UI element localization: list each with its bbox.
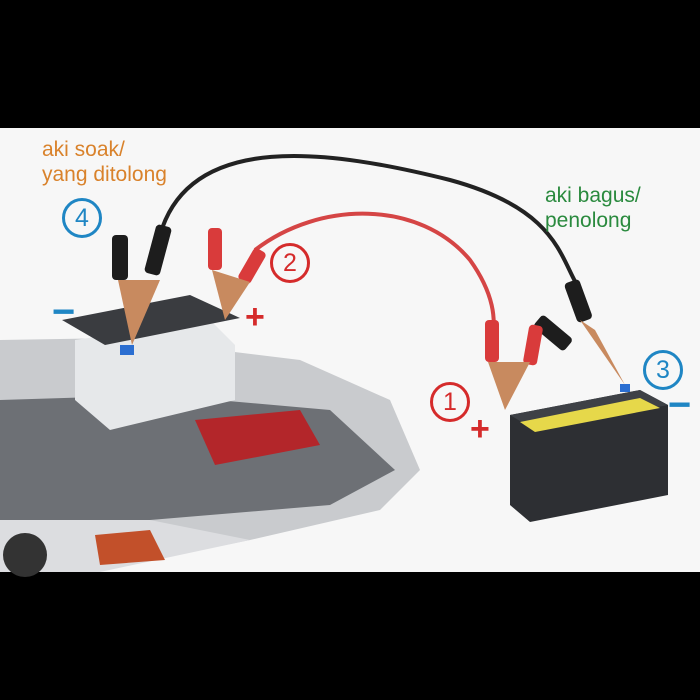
dead-battery-label-line1: aki soak/ [42, 138, 125, 161]
good-battery-label: aki bagus/ penolong [545, 183, 641, 233]
black-cable [158, 154, 582, 292]
black-clamps [112, 224, 625, 385]
dead-battery [62, 295, 240, 430]
step-1-marker: 1 [430, 382, 470, 422]
good-battery-label-line2: penolong [545, 209, 632, 232]
dead-battery-label: aki soak/ yang ditolong [42, 137, 167, 187]
dead-battery-minus-sign: − [52, 290, 76, 334]
dead-battery-label-line2: yang ditolong [42, 163, 167, 186]
good-battery-minus-sign: − [668, 383, 692, 427]
step-4-marker: 4 [62, 198, 102, 238]
good-battery-label-line1: aki bagus/ [545, 184, 641, 207]
red-clamps [208, 228, 543, 410]
good-battery [510, 384, 668, 522]
dead-battery-plus-sign: + [245, 298, 265, 336]
red-cable [253, 211, 496, 336]
step-3-marker: 3 [643, 350, 683, 390]
step-2-marker: 2 [270, 243, 310, 283]
good-battery-plus-sign: + [470, 410, 490, 448]
